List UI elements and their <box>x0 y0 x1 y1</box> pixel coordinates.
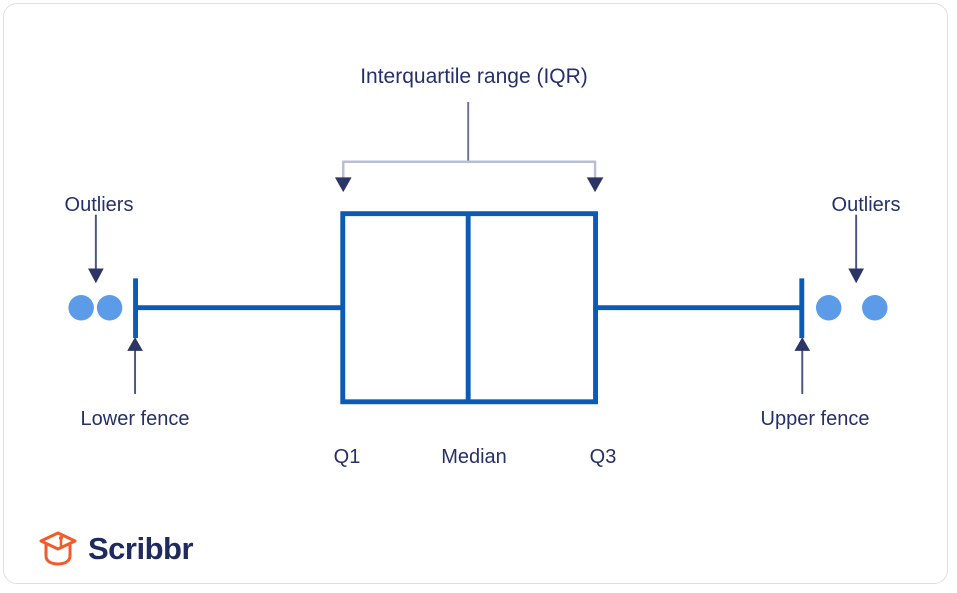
outlier-dot <box>862 294 888 321</box>
outliers-right-arrow <box>848 214 864 284</box>
outlier-dot <box>96 294 123 321</box>
graduation-cap-icon <box>39 531 77 566</box>
upper-fence-arrow <box>794 337 811 394</box>
iqr-bracket <box>334 101 604 193</box>
outliers-left-label: Outliers <box>64 194 134 216</box>
whiskers <box>133 278 805 339</box>
median-label: Median <box>441 446 507 468</box>
outlier-dots-left <box>68 294 123 321</box>
figure-card: Interquartile range (IQR) Outliers Outli… <box>3 3 948 584</box>
outliers-left-arrow <box>88 214 104 284</box>
outlier-dots-right <box>815 294 888 321</box>
lower-fence-label: Lower fence <box>80 408 190 430</box>
q1-label: Q1 <box>333 446 361 468</box>
outliers-right-label: Outliers <box>831 194 901 216</box>
outlier-dot <box>68 294 94 321</box>
scribbr-wordmark: Scribbr <box>88 531 194 566</box>
upper-fence-label: Upper fence <box>760 408 870 430</box>
outlier-dot <box>815 294 842 321</box>
iqr-right-arrowhead <box>586 177 604 193</box>
box-body <box>340 211 598 405</box>
iqr-label: Interquartile range (IQR) <box>360 65 588 88</box>
lower-fence-arrow <box>127 337 143 394</box>
q3-label: Q3 <box>589 446 617 468</box>
scribbr-logo: Scribbr <box>37 529 194 569</box>
box-plot-graphic <box>68 101 888 405</box>
iqr-left-arrowhead <box>334 177 352 193</box>
